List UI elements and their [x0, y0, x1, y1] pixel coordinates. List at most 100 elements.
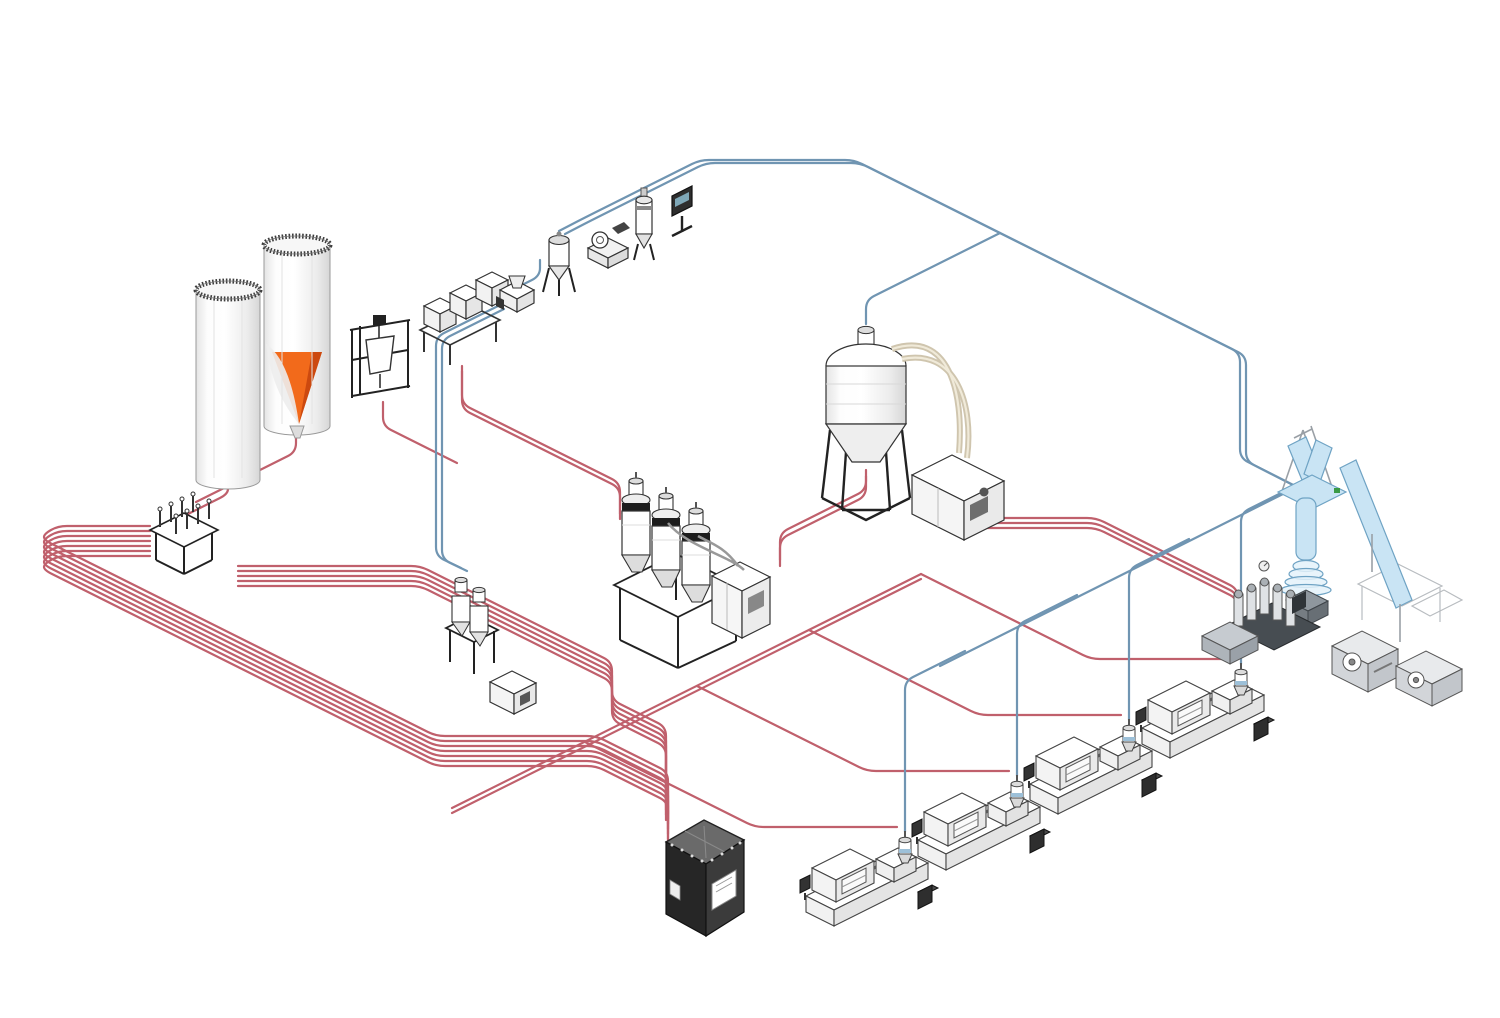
crystallizer-stand	[820, 429, 912, 522]
granulator	[496, 275, 536, 313]
pipe-hopper-feed-red	[460, 364, 622, 521]
pipe-line	[434, 304, 500, 570]
dryer-vent	[970, 496, 988, 521]
pipe-line	[460, 364, 622, 516]
pipe-network	[42, 158, 1307, 846]
pipe-line	[42, 544, 670, 836]
tipping-station	[418, 271, 510, 365]
control-cabinet	[671, 185, 693, 238]
dry-air-hose	[667, 522, 745, 571]
pipe-line	[778, 474, 868, 568]
pipe-line	[381, 400, 459, 465]
silo-2	[261, 233, 333, 439]
coupling-tubes	[157, 491, 212, 534]
pipe-line	[42, 529, 670, 821]
dosing-station	[443, 576, 538, 715]
pipe-crystallizer-dryer-red	[778, 468, 868, 568]
big-bag-station	[349, 315, 411, 398]
dryer-vent	[748, 590, 764, 614]
control-screen	[675, 192, 689, 207]
pipe-line	[42, 549, 670, 841]
octabin-label	[669, 879, 681, 901]
dosing-machine	[488, 670, 538, 715]
vacuum-receiver	[542, 231, 576, 296]
pipe-film-feed-red	[966, 516, 1240, 624]
pipe-line	[695, 684, 1011, 773]
pipe-fan-machines-red	[583, 572, 1235, 829]
pipe-line	[514, 258, 542, 290]
pipe-line	[807, 628, 1123, 717]
pipe-crystallizer-blue	[864, 231, 1002, 326]
pipe-line	[919, 572, 1235, 661]
drying-hopper-1	[621, 472, 651, 573]
pipe-line	[1015, 593, 1079, 778]
dry-air-hose	[697, 534, 740, 567]
octabin-bolts	[670, 841, 742, 863]
pipe-bigbag-outlet	[381, 400, 459, 465]
pipe-machine-supply-red	[450, 572, 923, 815]
pipe-dosing-blue	[434, 304, 506, 573]
pipe-machine-supply-blue	[938, 484, 1301, 668]
pipe-line	[557, 158, 1301, 490]
blower	[586, 222, 630, 269]
pipe-line	[450, 577, 923, 815]
silo-outlet	[289, 425, 305, 439]
pipe-line	[440, 307, 506, 573]
pipe-line	[450, 572, 923, 810]
drying-hopper-3	[681, 502, 711, 603]
pipe-line	[42, 554, 670, 846]
imm-2	[910, 773, 1052, 872]
pipe-line	[42, 539, 670, 831]
box-1	[422, 297, 458, 333]
extruder-motors	[1200, 621, 1260, 665]
pipe-line	[236, 584, 668, 822]
blower-fan	[591, 231, 609, 249]
hoist-trolley	[373, 315, 386, 325]
coupling-station	[148, 491, 220, 575]
big-bag	[365, 335, 395, 375]
granulator-hopper	[508, 275, 526, 289]
dryer-fan	[979, 487, 989, 497]
imm-1	[798, 829, 940, 928]
status-light	[1334, 488, 1340, 493]
winder-1	[1330, 630, 1400, 693]
dosing-hopper-2	[469, 586, 489, 647]
pipe-line	[42, 534, 670, 826]
dust-filter	[633, 187, 655, 261]
octabin	[664, 819, 746, 938]
pipe-line	[583, 740, 899, 829]
pipe-line	[1127, 537, 1191, 722]
pipe-vacuum-main-blue	[557, 158, 1307, 493]
drying-hopper-2	[651, 487, 681, 588]
granulator-motor	[496, 296, 504, 310]
pipe-line	[903, 649, 967, 834]
winder-2	[1394, 650, 1464, 707]
pipe-line	[1239, 481, 1303, 666]
drying-hopper-station	[611, 472, 772, 669]
silo-1	[193, 278, 263, 490]
imm-3	[1022, 717, 1164, 816]
pipe-line	[460, 369, 622, 521]
extruder-cluster	[1224, 560, 1322, 651]
pipe-line	[966, 526, 1240, 624]
pipe-bundle-main-loop	[42, 524, 670, 846]
pipe-line	[42, 524, 670, 816]
extruder-control	[1292, 591, 1306, 614]
hopper-dryer	[667, 522, 772, 639]
crystallizer	[820, 325, 912, 522]
blower-motor	[612, 222, 630, 234]
pipe-chain-blue	[514, 258, 542, 290]
octabin-panel	[711, 869, 737, 911]
pipe-line	[563, 161, 1307, 493]
crystallizer-dryer	[891, 342, 1006, 541]
pipe-bundle-center	[236, 564, 668, 822]
film-highlight	[1276, 436, 1413, 609]
pipe-fan-machines-blue	[903, 481, 1303, 834]
film-line	[1200, 425, 1464, 707]
imm-4	[1134, 661, 1276, 760]
film-frames	[1356, 563, 1464, 622]
pipe-line	[938, 484, 1301, 668]
pipe-line	[864, 231, 1002, 326]
